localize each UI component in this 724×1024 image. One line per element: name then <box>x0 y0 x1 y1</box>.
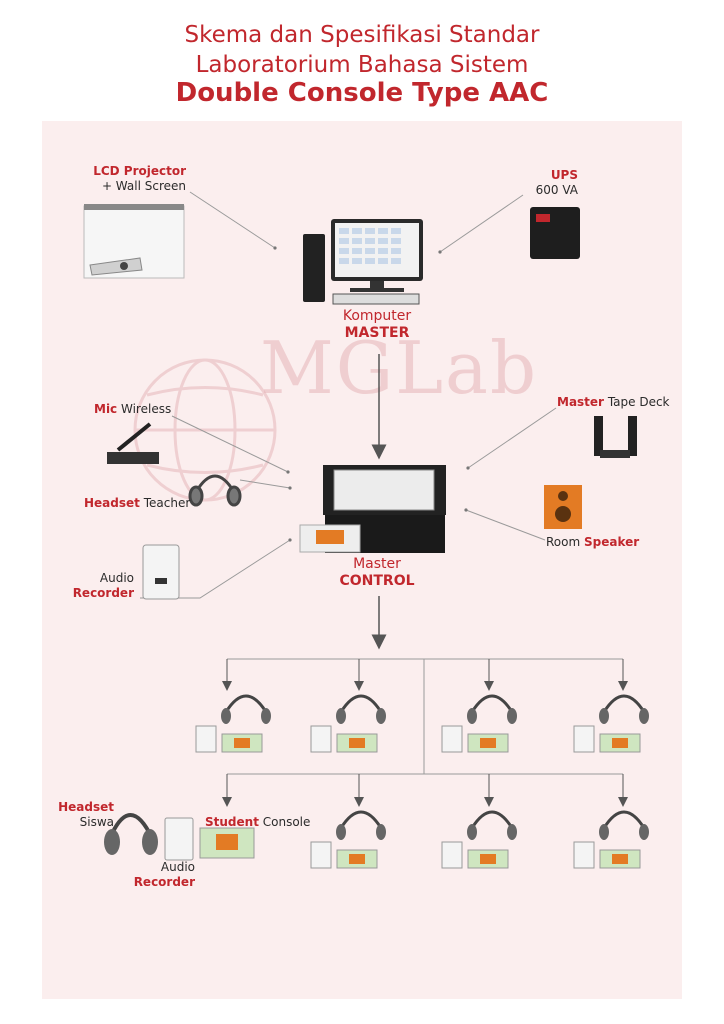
student-console-label: Student Console <box>205 815 311 829</box>
station-8 <box>573 810 649 869</box>
watermark-text: MGLab <box>260 326 539 410</box>
audio-recorder-icon <box>142 544 180 600</box>
mic-wireless-icon <box>107 422 159 464</box>
headset-teacher-icon <box>188 474 242 507</box>
title-line-3: Double Console Type AAC <box>175 78 549 108</box>
mic-wireless-label: Mic Wireless <box>94 402 172 416</box>
room-speaker-label: Room Speaker <box>546 535 640 549</box>
station-4 <box>573 694 649 753</box>
tape-deck-icon <box>594 416 637 458</box>
station-6 <box>310 810 386 869</box>
computer-icon <box>303 219 423 305</box>
title-line-2: Laboratorium Bahasa Sistem <box>195 52 529 78</box>
lcd-projector-label: LCD Projector+ Wall Screen <box>93 164 186 193</box>
tape-deck-label: Master Tape Deck <box>557 395 670 409</box>
room-speaker-icon <box>544 485 582 529</box>
station-7 <box>441 810 517 869</box>
ups-icon <box>530 207 580 259</box>
station-3 <box>441 694 517 753</box>
master-control-icon <box>299 465 446 553</box>
projector-screen-icon <box>83 204 185 279</box>
student-stations <box>104 694 649 869</box>
station-5-detail <box>104 813 255 861</box>
title-line-1: Skema dan Spesifikasi Standar <box>184 22 540 48</box>
station-2 <box>310 694 386 753</box>
station-1 <box>195 694 271 753</box>
headset-teacher-label: Headset Teacher <box>84 496 191 510</box>
